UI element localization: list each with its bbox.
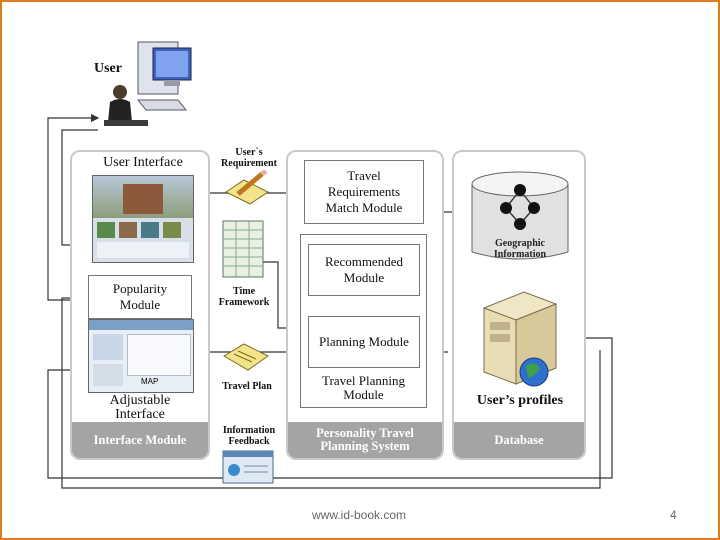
- adjustable-interface-label: Adjustable Interface: [88, 394, 192, 422]
- user-interface-label: User Interface: [103, 155, 183, 170]
- source-url[interactable]: www.id-book.com: [312, 508, 407, 522]
- users-requirement-line1: User`s: [235, 147, 263, 158]
- adjustable-line1: Adjustable: [109, 393, 171, 408]
- users-requirement-label: User`s Requirement: [214, 147, 284, 169]
- travel-planning-line1: Travel Planning: [322, 373, 405, 388]
- travel-planning-module-group: [300, 234, 427, 408]
- user-computer-icon: [104, 41, 192, 126]
- geographic-information-label: Geographic Information: [470, 238, 570, 260]
- popularity-line2: Module: [119, 297, 161, 312]
- recommended-module-box: Recommended Module: [308, 244, 420, 296]
- recommended-line1: Recommended: [325, 254, 403, 269]
- travel-planning-module-label: Travel Planning Module: [300, 374, 427, 402]
- time-framework-label: Time Framework: [210, 286, 278, 308]
- recommended-line2: Module: [343, 270, 385, 285]
- geographic-line2: Information: [493, 249, 547, 260]
- users-requirement-line2: Requirement: [221, 158, 277, 169]
- time-framework-icon: [222, 220, 264, 278]
- planning-footer-line2: Planning System: [320, 439, 410, 453]
- travel-requirements-line1: Travel: [347, 168, 381, 183]
- travel-requirements-match-box: Travel Requirements Match Module: [304, 160, 424, 224]
- page-number: 4: [670, 508, 677, 522]
- travel-requirements-line3: Match Module: [325, 200, 403, 215]
- users-profiles-label: User’s profiles: [476, 393, 564, 408]
- time-framework-line2: Framework: [218, 297, 270, 308]
- adjustable-interface-screenshot: MAP: [88, 319, 194, 393]
- user-interface-screenshot: [92, 175, 194, 263]
- geographic-database-icon: [471, 171, 569, 260]
- pencil-paper-icon: [225, 170, 269, 205]
- popularity-module-box: Popularity Module: [88, 275, 192, 319]
- map-word: MAP: [141, 377, 159, 386]
- travel-requirements-line2: Requirements: [327, 184, 401, 199]
- planning-footer-line1: Personality Travel: [316, 426, 414, 440]
- database-footer: Database: [454, 422, 584, 458]
- information-feedback-label: Information Feedback: [212, 425, 286, 447]
- user-label: User: [94, 61, 122, 76]
- time-framework-line1: Time: [232, 286, 256, 297]
- travel-planning-line2: Module: [343, 387, 384, 402]
- server-icon: [482, 291, 558, 387]
- information-feedback-line1: Information: [222, 425, 276, 436]
- popularity-line1: Popularity: [112, 281, 168, 296]
- travel-plan-icon: [223, 343, 269, 371]
- adjustable-line2: Interface: [115, 407, 165, 422]
- geographic-line1: Geographic: [495, 238, 545, 249]
- feedback-window-icon: [222, 450, 274, 484]
- information-feedback-line2: Feedback: [228, 436, 270, 447]
- planning-module-box: Planning Module: [308, 316, 420, 368]
- interface-module-footer: Interface Module: [72, 422, 208, 458]
- travel-plan-label: Travel Plan: [222, 381, 272, 392]
